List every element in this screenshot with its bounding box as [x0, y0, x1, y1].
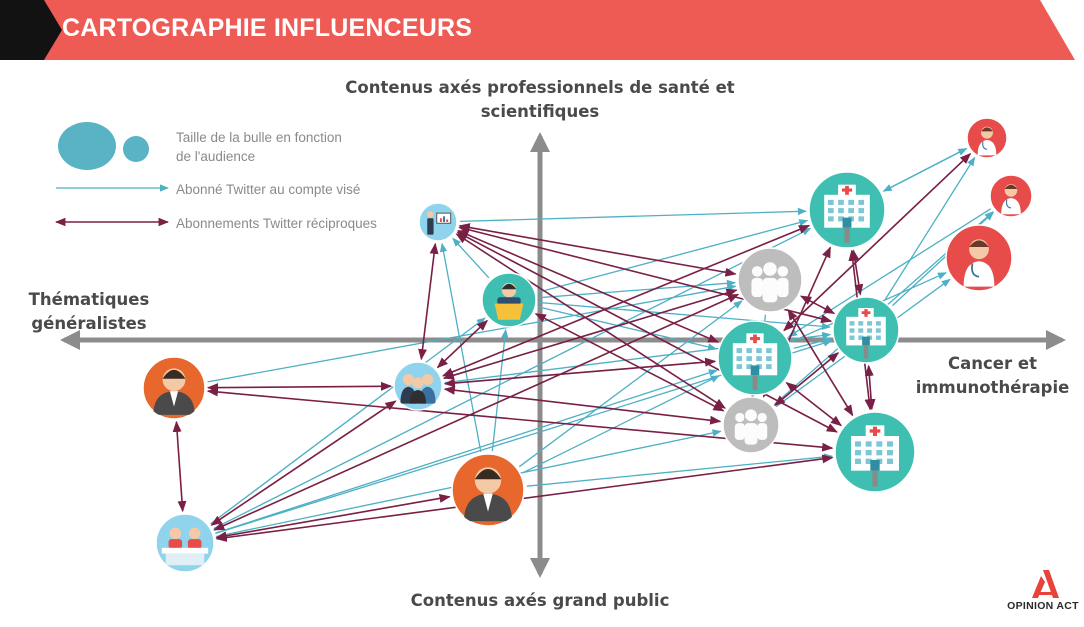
node-group-people	[393, 361, 443, 411]
reciprocal-edge	[213, 293, 740, 531]
axis-label-left: Thématiques généralistes	[28, 290, 150, 333]
reciprocal-edge	[215, 454, 834, 542]
reciprocal-edge	[864, 364, 876, 411]
legend-large-bubble	[58, 122, 116, 170]
follow-edge	[210, 317, 486, 525]
reciprocal-edge	[774, 352, 840, 407]
title-banner	[0, 0, 1075, 60]
hospital-icon	[851, 425, 899, 487]
node-hospital-top	[808, 171, 886, 249]
man-avatar-icon	[153, 368, 195, 415]
follow-edge	[526, 453, 834, 487]
legend-size-text: Taille de la bulle en fonction de l'audi…	[176, 130, 342, 164]
follow-edge	[491, 328, 509, 452]
node-grey-group-bottom	[722, 396, 780, 454]
axis-label-bottom: Contenus axés grand public	[410, 591, 670, 610]
legend-follow-text: Abonné Twitter au compte visé	[176, 182, 361, 197]
reciprocal-edge	[206, 381, 393, 393]
people-group-icon	[400, 374, 436, 404]
follow-edge	[459, 207, 807, 223]
legend-reciprocal-text: Abonnements Twitter réciproques	[176, 216, 377, 231]
node-man-suit	[451, 453, 525, 527]
panel-discussion-icon	[161, 527, 209, 566]
node-grey-group-top	[737, 247, 803, 313]
follow-edge	[207, 284, 737, 383]
reciprocal-edge	[443, 357, 717, 388]
legend-small-bubble	[123, 136, 149, 162]
reciprocal-edge	[172, 420, 187, 513]
follow-edge	[518, 300, 743, 468]
node-man-orange	[142, 356, 206, 420]
hospital-icon	[732, 333, 778, 391]
brand-logo: OPINION ACT	[1005, 568, 1081, 618]
legend-bubbles	[58, 122, 149, 170]
reciprocal-edge	[215, 494, 451, 541]
node-panel	[155, 513, 215, 573]
node-speaker	[481, 272, 537, 328]
brand-name: OPINION ACT	[1007, 600, 1079, 612]
page-title: CARTOGRAPHIE INFLUENCEURS	[62, 14, 473, 42]
node-doctor-1	[966, 117, 1008, 159]
node-doctor-3	[945, 224, 1013, 292]
axis-label-top: Contenus axés professionnels de santé et…	[345, 78, 735, 121]
doctor-icon	[963, 239, 995, 287]
node-hospital-center	[717, 320, 793, 396]
node-hospital-bottom	[834, 411, 916, 493]
doctor-icon	[1001, 184, 1021, 215]
influencer-nodes	[142, 117, 1033, 573]
axis-label-right: Cancer et immunothérapie	[915, 354, 1070, 397]
hospital-icon	[824, 184, 870, 243]
speaker-at-podium-icon	[494, 282, 524, 320]
people-silhouette-icon	[734, 409, 768, 445]
reciprocal-edge	[785, 382, 842, 427]
presenter-icon	[427, 211, 452, 235]
hospital-icon	[846, 308, 886, 359]
node-hospital-right	[832, 296, 900, 364]
businessman-icon	[464, 467, 512, 522]
brand-a-icon	[1032, 570, 1059, 598]
follow-edge	[439, 242, 482, 452]
doctor-icon	[977, 126, 997, 156]
people-silhouette-icon	[751, 262, 789, 303]
node-presenter-small	[418, 202, 458, 242]
node-doctor-2	[989, 174, 1033, 218]
